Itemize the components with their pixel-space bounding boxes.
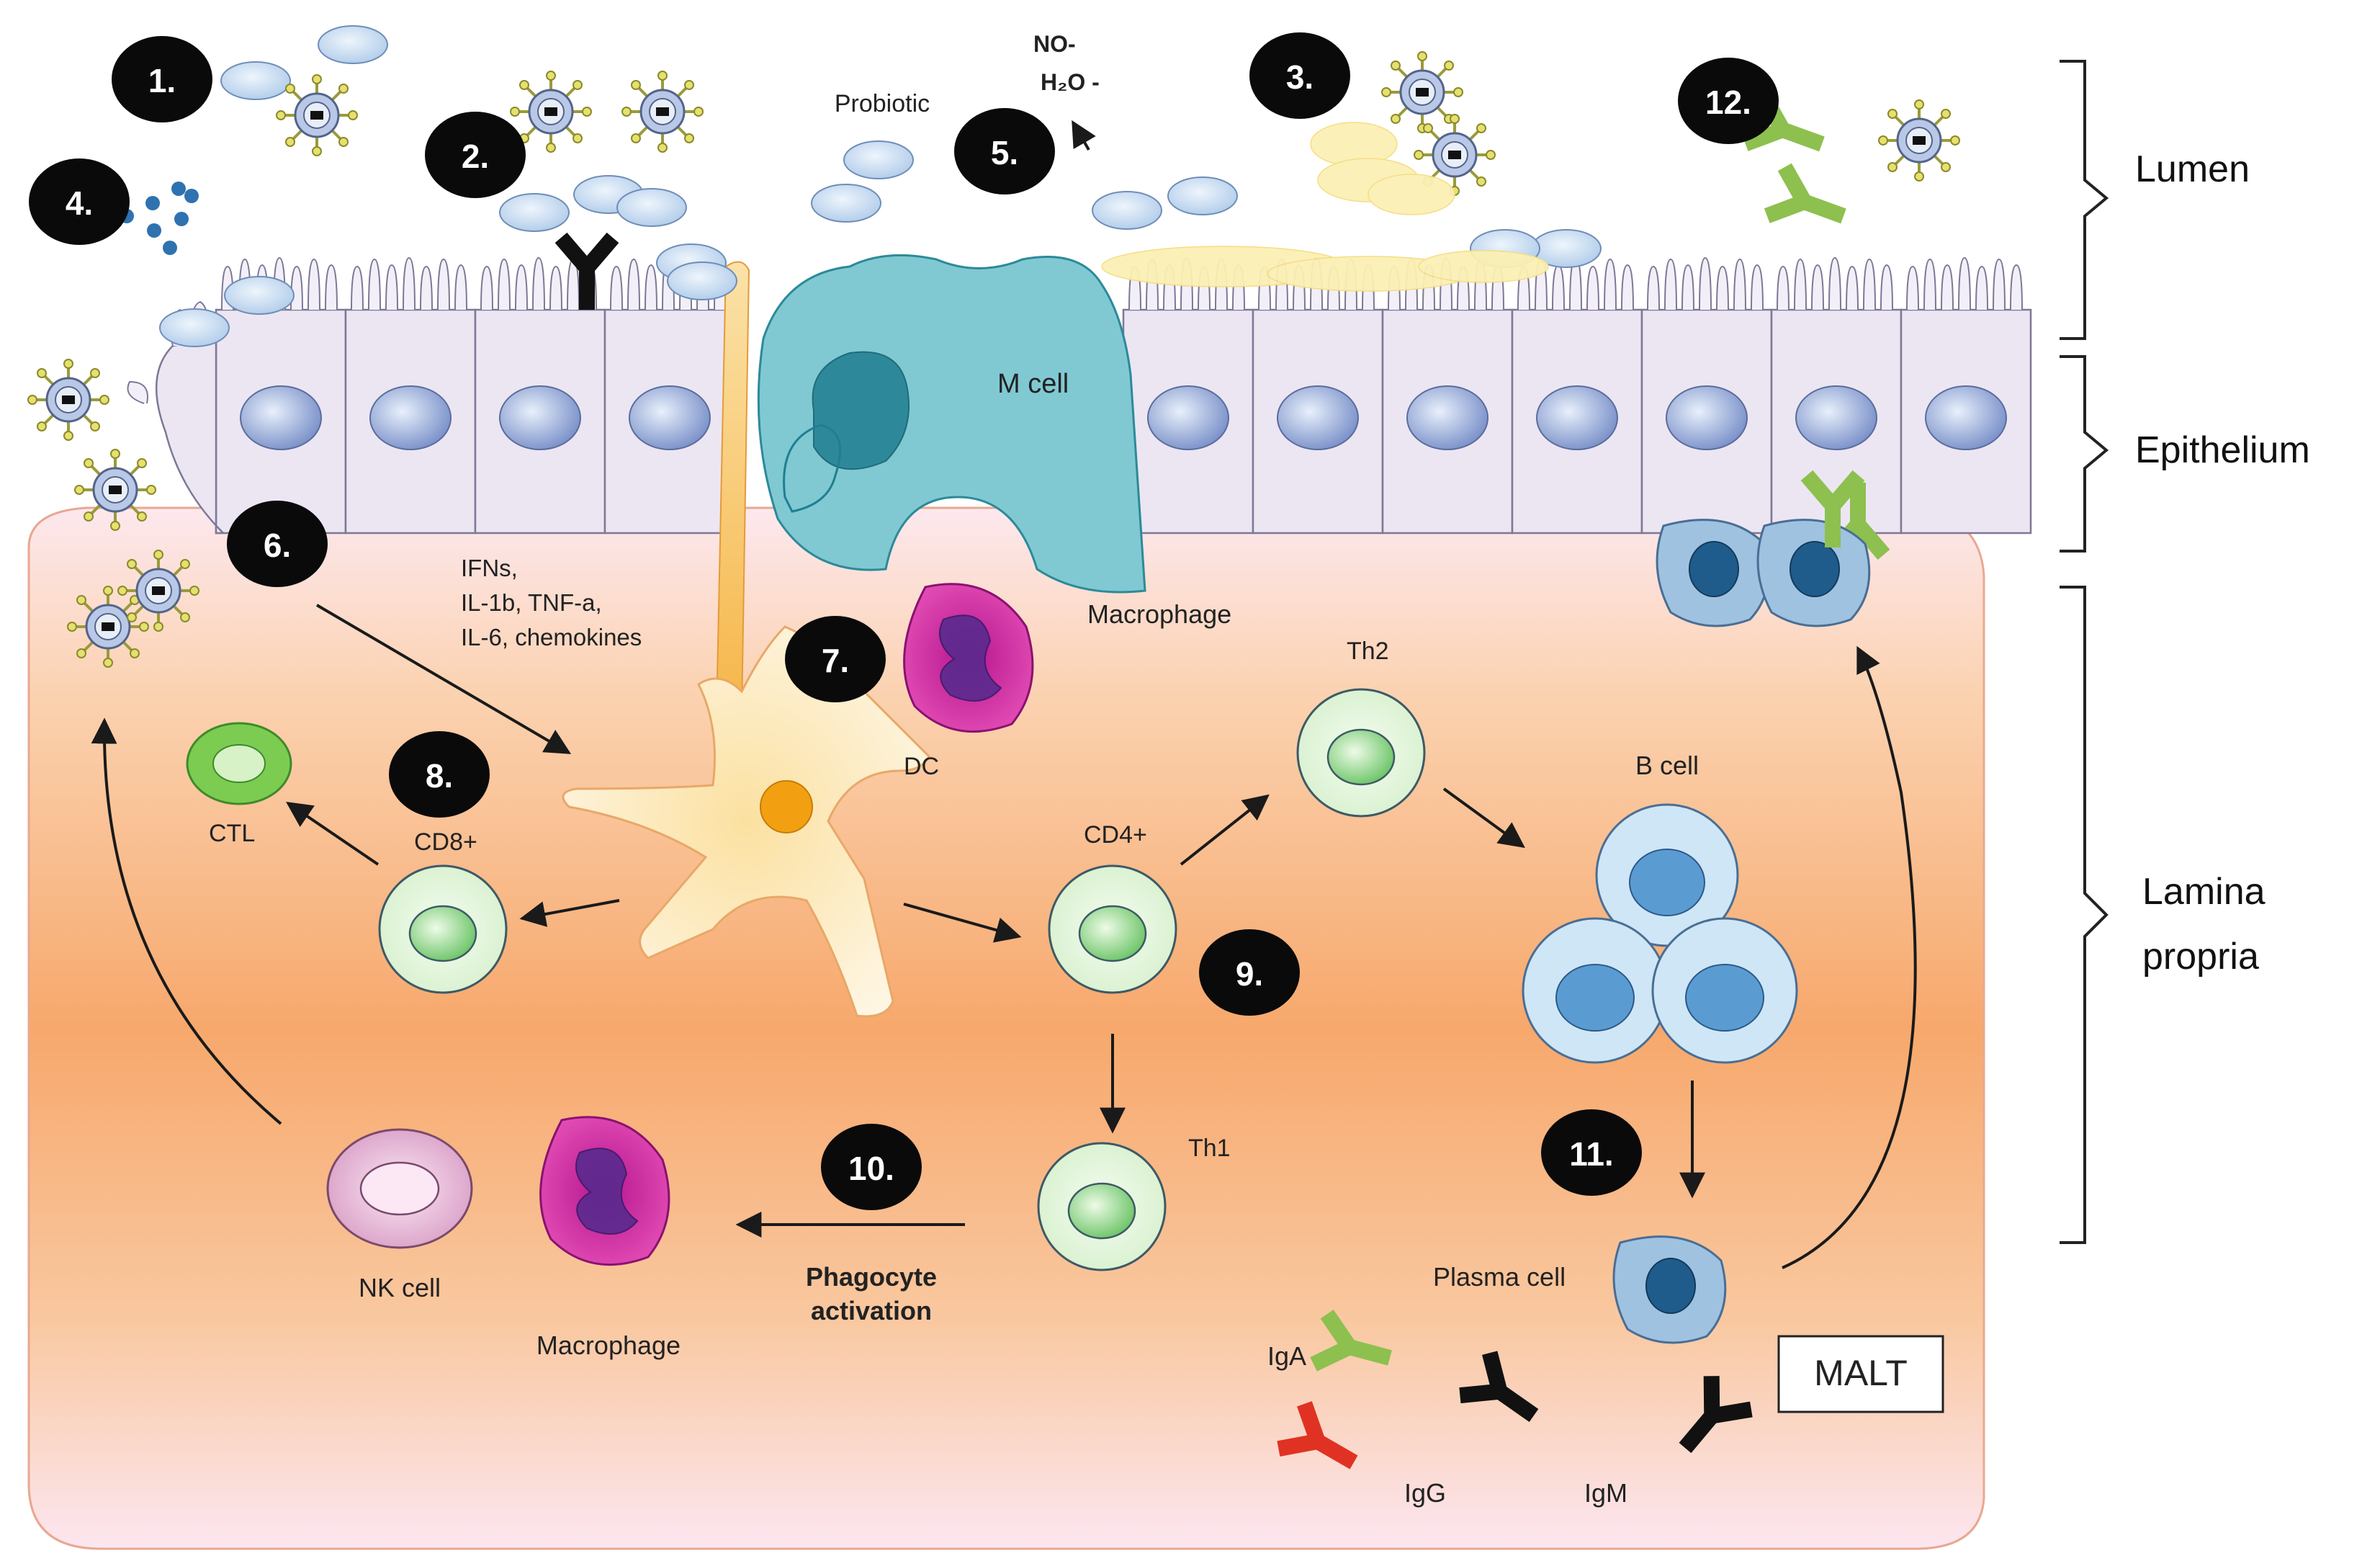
step-badge-9: 9. <box>1199 929 1300 1016</box>
svg-text:5.: 5. <box>991 134 1018 171</box>
cytokines-line-3: IL-6, chemokines <box>461 624 642 650</box>
malt-label: MALT <box>1814 1353 1908 1393</box>
step-badge-7: 7. <box>785 616 886 702</box>
lamina-propria-brace <box>2060 586 2109 1244</box>
step-badge-5: 5. <box>954 108 1055 194</box>
svg-text:1.: 1. <box>148 62 176 99</box>
metabolite-dots <box>120 182 199 255</box>
svg-text:8.: 8. <box>426 757 453 795</box>
arrow-nk-to-virus <box>91 717 282 1125</box>
epithelium-brace <box>2060 355 2109 553</box>
th2-cell <box>1296 688 1426 818</box>
phagocyte-label-1: Phagocyte <box>806 1262 937 1292</box>
lamina-label: Lamina <box>2142 871 2266 913</box>
th2-label: Th2 <box>1347 638 1389 665</box>
step-badge-3: 3. <box>1249 32 1350 119</box>
ctl-cell <box>186 722 292 805</box>
th1-label: Th1 <box>1188 1135 1231 1162</box>
b-cell-label: B cell <box>1635 751 1699 780</box>
svg-text:3.: 3. <box>1286 58 1314 96</box>
step-badge-1: 1. <box>112 36 212 122</box>
step-badge-2: 2. <box>425 112 526 198</box>
svg-text:12.: 12. <box>1705 84 1751 121</box>
nk-cell-label: NK cell <box>359 1273 441 1302</box>
lumen-label: Lumen <box>2135 148 2250 190</box>
b-cell-cluster: B cell <box>1522 751 1798 1064</box>
m-cell: M cell <box>757 254 1146 594</box>
step-badge-8: 8. <box>389 731 490 818</box>
arrow-no-release <box>1072 120 1096 151</box>
region-braces <box>2060 60 2109 1244</box>
macrophage-top: Macrophage <box>903 583 1231 733</box>
svg-text:10.: 10. <box>848 1150 894 1187</box>
svg-text:6.: 6. <box>264 527 291 564</box>
plasma-cell-label: Plasma cell <box>1433 1262 1566 1292</box>
antibody-legend: IgA IgG IgM <box>1267 1314 1751 1508</box>
arrow-th2-to-bcell <box>1442 787 1525 849</box>
plasma-cell: Plasma cell <box>1433 1235 1727 1344</box>
nk-cell: NK cell <box>326 1128 473 1302</box>
no-label: NO- <box>1033 31 1076 57</box>
macrophage-bottom-label: Macrophage <box>536 1330 681 1360</box>
igg-label: IgG <box>1404 1478 1446 1508</box>
macrophage-top-label: Macrophage <box>1087 599 1231 629</box>
lumen-brace <box>2060 60 2109 340</box>
cd8-t-cell <box>378 864 508 994</box>
phagocyte-label-2: activation <box>811 1296 932 1325</box>
step-badges: 1. 2. 3. 4. 5. 6. 7. 8. 9. 10. 11. 12. <box>29 32 1779 1210</box>
step-badge-6: 6. <box>227 501 328 587</box>
macrophage-bottom: Macrophage <box>536 1116 681 1360</box>
cd4-label: CD4+ <box>1084 821 1147 849</box>
dendritic-cell: DC <box>562 261 939 1018</box>
ctl-label: CTL <box>209 820 255 847</box>
step-badge-10: 10. <box>821 1124 922 1210</box>
arrow-dc-to-cd8 <box>519 899 620 927</box>
svg-text:11.: 11. <box>1569 1135 1613 1173</box>
step-badge-12: 12. <box>1678 58 1779 144</box>
probiotic-label: Probiotic <box>835 90 930 117</box>
th1-cell <box>1037 1142 1167 1271</box>
igm-label: IgM <box>1584 1478 1627 1508</box>
iga-label: IgA <box>1267 1341 1306 1371</box>
m-cell-label: M cell <box>997 369 1069 399</box>
svg-text:9.: 9. <box>1236 955 1263 993</box>
svg-text:7.: 7. <box>822 642 849 679</box>
arrow-cytokines-to-dc <box>315 604 572 754</box>
cytokines-line-2: IL-1b, TNF-a, <box>461 589 602 616</box>
flow-arrows <box>91 120 1917 1269</box>
arrow-dc-to-cd4 <box>903 903 1022 943</box>
cd8-label: CD8+ <box>414 828 477 856</box>
dc-label: DC <box>904 753 939 780</box>
region-labels: Lumen Epithelium Lamina propria <box>2135 148 2310 978</box>
epithelium-label: Epithelium <box>2135 429 2310 471</box>
step-badge-11: 11. <box>1541 1109 1642 1196</box>
arrow-cd8-to-ctl <box>286 801 380 866</box>
arrow-cd4-to-th2 <box>1180 794 1270 866</box>
cytokines-line-1: IFNs, <box>461 555 518 581</box>
step-badge-4: 4. <box>29 158 130 245</box>
lamina-propria-region <box>27 506 1985 1550</box>
arrow-plasma-to-epithelium <box>1782 645 1917 1269</box>
malt-box: MALT <box>1777 1335 1944 1413</box>
h2o-label: H₂O - <box>1041 69 1100 95</box>
biofilm-layer <box>1101 122 1549 292</box>
svg-text:2.: 2. <box>462 138 489 175</box>
cd4-t-cell <box>1048 864 1177 994</box>
svg-text:4.: 4. <box>66 184 93 222</box>
diagram-labels: Probiotic NO- H₂O - IFNs, IL-1b, TNF-a, … <box>209 31 1389 1325</box>
propria-label: propria <box>2142 936 2259 978</box>
